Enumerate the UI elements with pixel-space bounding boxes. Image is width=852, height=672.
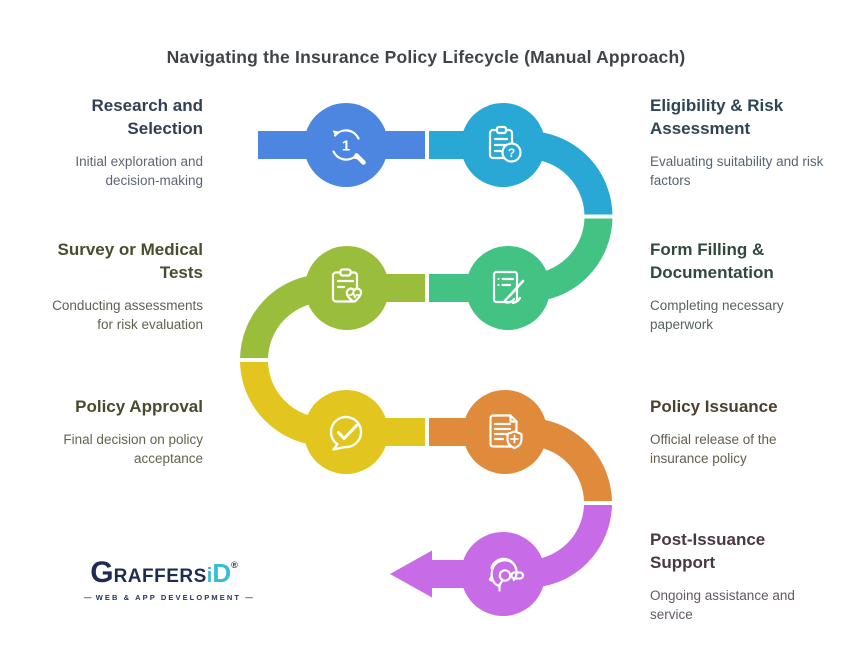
step-circle-research xyxy=(304,103,388,187)
step-description: Conducting assessments for risk evaluati… xyxy=(52,298,203,332)
step-block-approval: Policy Approval Final decision on policy… xyxy=(33,395,203,468)
logo-wordmark: GRAFFERSiD® xyxy=(84,551,244,592)
segment-divider xyxy=(425,416,429,448)
step-description: Evaluating suitability and risk factors xyxy=(650,154,824,188)
step-description: Initial exploration and decision-making xyxy=(75,154,203,188)
flow-path xyxy=(240,131,613,588)
chat-check-icon xyxy=(329,415,363,451)
segment-divider xyxy=(240,358,268,362)
step-description: Official release of the insurance policy xyxy=(650,432,777,466)
document-pen-icon xyxy=(492,270,525,305)
question-glyph: ? xyxy=(508,146,515,160)
step-block-form-filling: Form Filling & Documentation Completing … xyxy=(650,238,826,334)
step-circle-support xyxy=(461,532,545,616)
step-number: 1 xyxy=(342,138,350,155)
logo-letter-d: D xyxy=(212,558,232,588)
document-shield-plus-icon xyxy=(489,414,523,450)
step-block-research: Research and Selection Initial explorati… xyxy=(33,94,203,190)
tagline-dash: — xyxy=(245,593,253,602)
segment-divider xyxy=(425,129,429,161)
step-description: Ongoing assistance and service xyxy=(650,588,795,622)
segment-dividers xyxy=(240,129,613,505)
tagline-dash: — xyxy=(84,593,92,602)
segment-divider xyxy=(425,272,429,304)
step-description: Completing necessary paperwork xyxy=(650,298,784,332)
clipboard-question-icon: ? xyxy=(488,125,522,163)
search-renewal-icon: 1 xyxy=(332,129,366,165)
step-circle-approval xyxy=(304,390,388,474)
tagline-text: WEB & APP DEVELOPMENT xyxy=(95,593,242,602)
logo-letter-i: i xyxy=(206,565,213,587)
logo-letter-g: G xyxy=(90,556,114,589)
page-title: Navigating the Insurance Policy Lifecycl… xyxy=(166,47,686,67)
step-circle-issuance xyxy=(463,390,547,474)
step-heading: Post-Issuance Support xyxy=(650,530,766,572)
flow-arrowhead xyxy=(390,550,432,598)
step-circle-survey xyxy=(305,246,389,330)
logo-tagline: — WEB & APP DEVELOPMENT — xyxy=(84,593,253,602)
step-block-eligibility: Eligibility & Risk Assessment Evaluating… xyxy=(650,94,826,190)
step-block-support: Post-Issuance Support Ongoing assistance… xyxy=(650,528,826,624)
graffersid-logo: GRAFFERSiD® — WEB & APP DEVELOPMENT — xyxy=(84,551,253,603)
segment-divider xyxy=(584,501,612,505)
step-heading: Survey or Medical Tests xyxy=(57,240,203,282)
step-description: Final decision on policy acceptance xyxy=(63,432,203,466)
step-heading: Form Filling & Documentation xyxy=(650,240,774,282)
logo-letters-raffers: RAFFERS xyxy=(113,566,207,587)
registered-mark: ® xyxy=(231,560,238,570)
step-heading: Research and Selection xyxy=(91,96,204,138)
step-circle-form-filling xyxy=(466,246,550,330)
segment-divider xyxy=(584,214,613,219)
step-heading: Eligibility & Risk Assessment xyxy=(650,96,784,138)
clipboard-heart-icon xyxy=(331,268,363,303)
step-block-issuance: Policy Issuance Official release of the … xyxy=(650,395,826,468)
support-headset-icon xyxy=(488,557,525,592)
step-heading: Policy Approval xyxy=(75,397,203,416)
step-block-survey: Survey or Medical Tests Conducting asses… xyxy=(33,238,203,334)
plus-glyph xyxy=(510,434,519,444)
step-heading: Policy Issuance xyxy=(650,397,778,416)
